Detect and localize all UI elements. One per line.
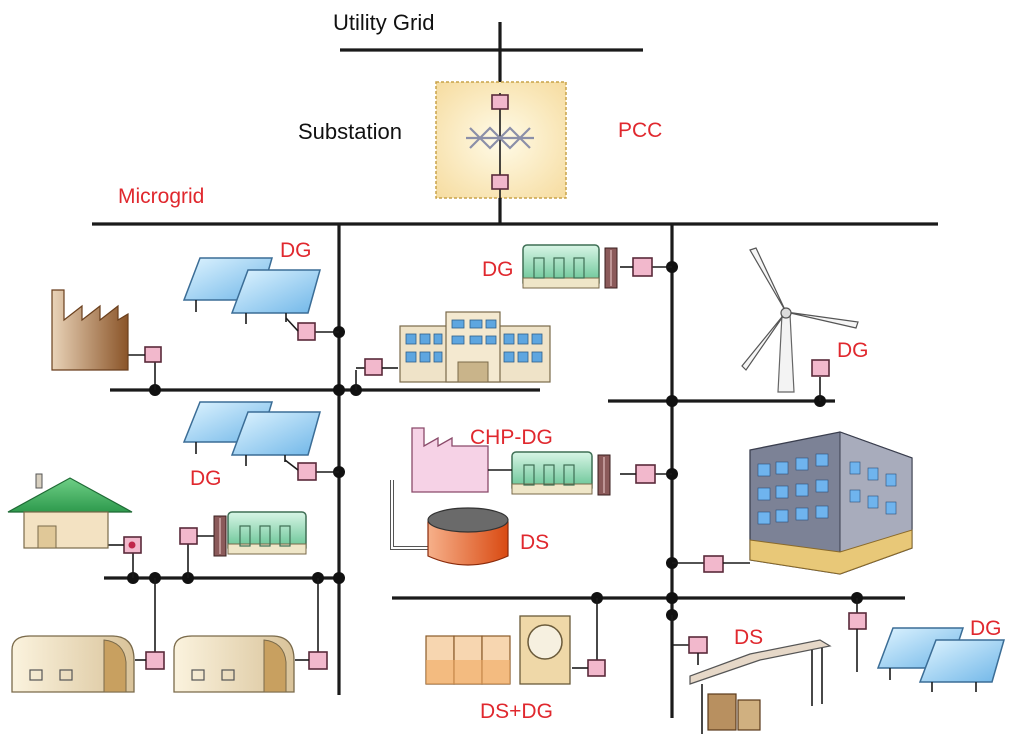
dg-label-solar-bottom: DG (970, 617, 1002, 640)
dg-label-wind: DG (837, 339, 869, 362)
ds-label-tank: DS (520, 531, 549, 554)
branch-connections (108, 257, 867, 677)
shed-icon-left (11, 635, 135, 693)
dg-label-generator-top: DG (482, 258, 514, 281)
ds-label-shed: DS (734, 626, 763, 649)
generator-icon-chp (511, 451, 611, 496)
chp-plant-icon (411, 427, 512, 493)
utility-grid-line (340, 22, 643, 93)
transformer-icon (466, 126, 534, 150)
utility-grid-label: Utility Grid (333, 10, 434, 35)
solar-panel-icon-top (182, 257, 321, 324)
substation-label: Substation (298, 119, 402, 144)
solar-panel-icon-bottom (876, 627, 1005, 692)
ds-dg-label: DS+DG (480, 700, 553, 723)
large-building-icon (749, 431, 913, 575)
solar-panel-icon-mid (182, 401, 321, 466)
dg-label-solar-mid: DG (190, 467, 222, 490)
factory-icon (51, 289, 129, 371)
pcc-label: PCC (618, 119, 662, 142)
generator-icon-top (522, 244, 618, 289)
chp-dg-label: CHP-DG (470, 426, 553, 449)
fuel-cell-icon (519, 615, 571, 685)
battery-storage-icon (425, 635, 511, 685)
wind-turbine-icon (741, 247, 859, 393)
shed-icon-right (173, 635, 295, 693)
charging-shed-icon (689, 639, 832, 734)
generator-icon-left (213, 511, 307, 557)
microgrid-label: Microgrid (118, 185, 204, 208)
substation (435, 81, 567, 220)
house-icon (7, 473, 133, 549)
office-building-icon (399, 311, 551, 383)
storage-tank-icon (390, 480, 509, 566)
dg-label-solar-top: DG (280, 239, 312, 262)
